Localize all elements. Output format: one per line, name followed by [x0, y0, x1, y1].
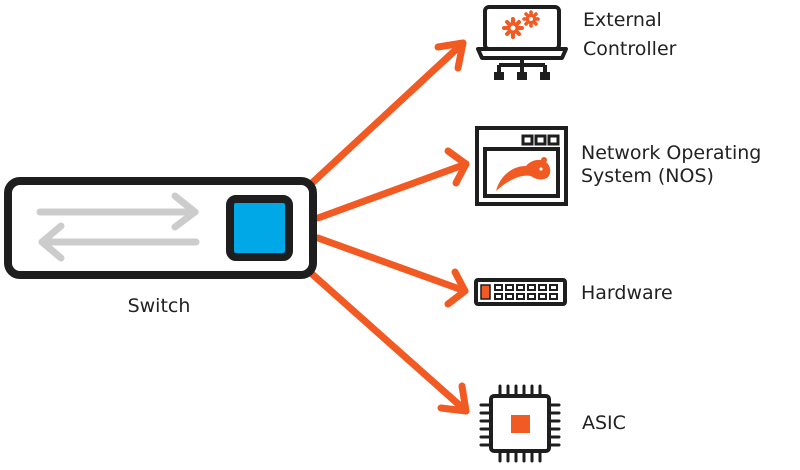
nos-label: Network Operating System (NOS) [581, 142, 767, 187]
switch-device [4, 177, 317, 279]
port-panel-icon [474, 278, 567, 306]
asic-label: ASIC [582, 412, 626, 434]
window-logo-icon [475, 126, 568, 206]
arrow-to-external-controller [308, 39, 467, 187]
arrow-to-asic [308, 270, 470, 415]
arrow-to-nos [314, 147, 470, 222]
switch-label: Switch [128, 295, 191, 317]
laptop-gears-icon [476, 5, 568, 80]
bidirectional-arrows-icon [36, 192, 200, 262]
arrow-to-hardware [314, 234, 469, 308]
hardware-label: Hardware [581, 282, 673, 304]
connector-arrows [308, 39, 470, 415]
external-controller-label: External Controller [583, 9, 677, 60]
port-icon [226, 195, 293, 261]
chip-icon [479, 384, 561, 463]
